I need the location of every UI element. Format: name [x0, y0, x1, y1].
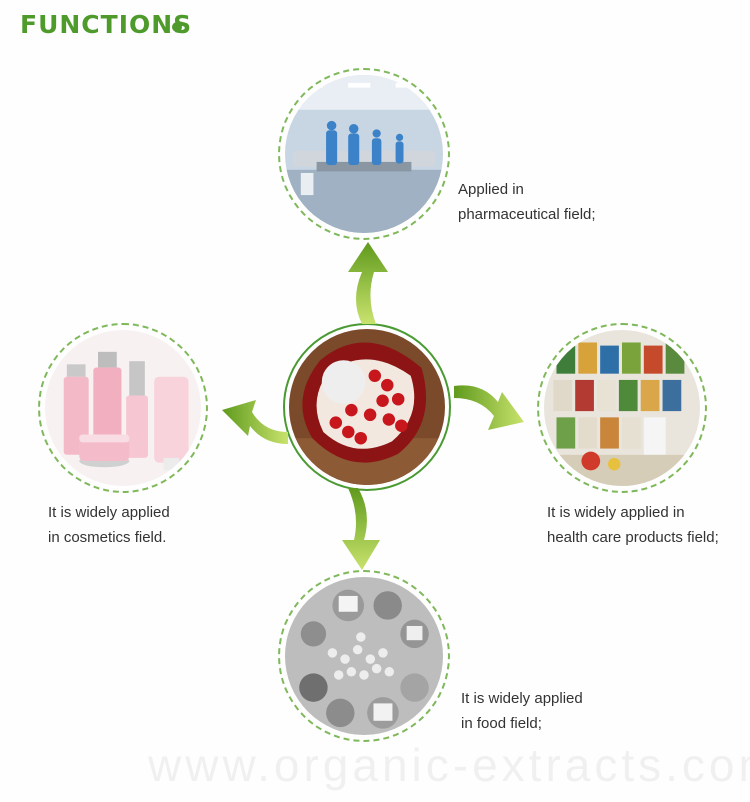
health-ring — [537, 323, 707, 493]
health-image — [544, 330, 700, 486]
title-bullet-dot — [172, 22, 182, 32]
cosmetics-label: It is widely applied in cosmetics field. — [48, 500, 170, 550]
watermark-text: www.organic-extracts.com — [148, 739, 750, 791]
pharma-ring — [278, 68, 450, 240]
food-ring — [278, 570, 450, 742]
cosmetics-image — [45, 330, 201, 486]
food-image — [285, 577, 443, 735]
arrow-left-icon — [222, 400, 288, 444]
food-label-line1: It is widely applied — [461, 690, 583, 707]
pharma-label-line1: Applied in — [458, 181, 524, 198]
arrow-right-icon — [454, 385, 524, 430]
arrow-up-icon — [348, 242, 388, 324]
pharma-label: Applied in pharmaceutical field; — [458, 177, 596, 227]
health-label-line2: health care products field; — [547, 529, 719, 546]
pharma-label-line2: pharmaceutical field; — [458, 206, 596, 223]
health-label: It is widely applied in health care prod… — [547, 500, 719, 550]
section-title: FUNCTIONS — [20, 10, 193, 39]
food-label: It is widely applied in food field; — [461, 686, 583, 736]
cosmetics-ring — [38, 323, 208, 493]
pharma-image — [285, 75, 443, 233]
cosmetics-label-line2: in cosmetics field. — [48, 529, 167, 546]
pomegranate-image — [289, 329, 445, 485]
food-label-line2: in food field; — [461, 715, 542, 732]
cosmetics-label-line1: It is widely applied — [48, 504, 170, 521]
arrow-down-icon — [342, 488, 380, 570]
health-label-line1: It is widely applied in — [547, 504, 685, 521]
